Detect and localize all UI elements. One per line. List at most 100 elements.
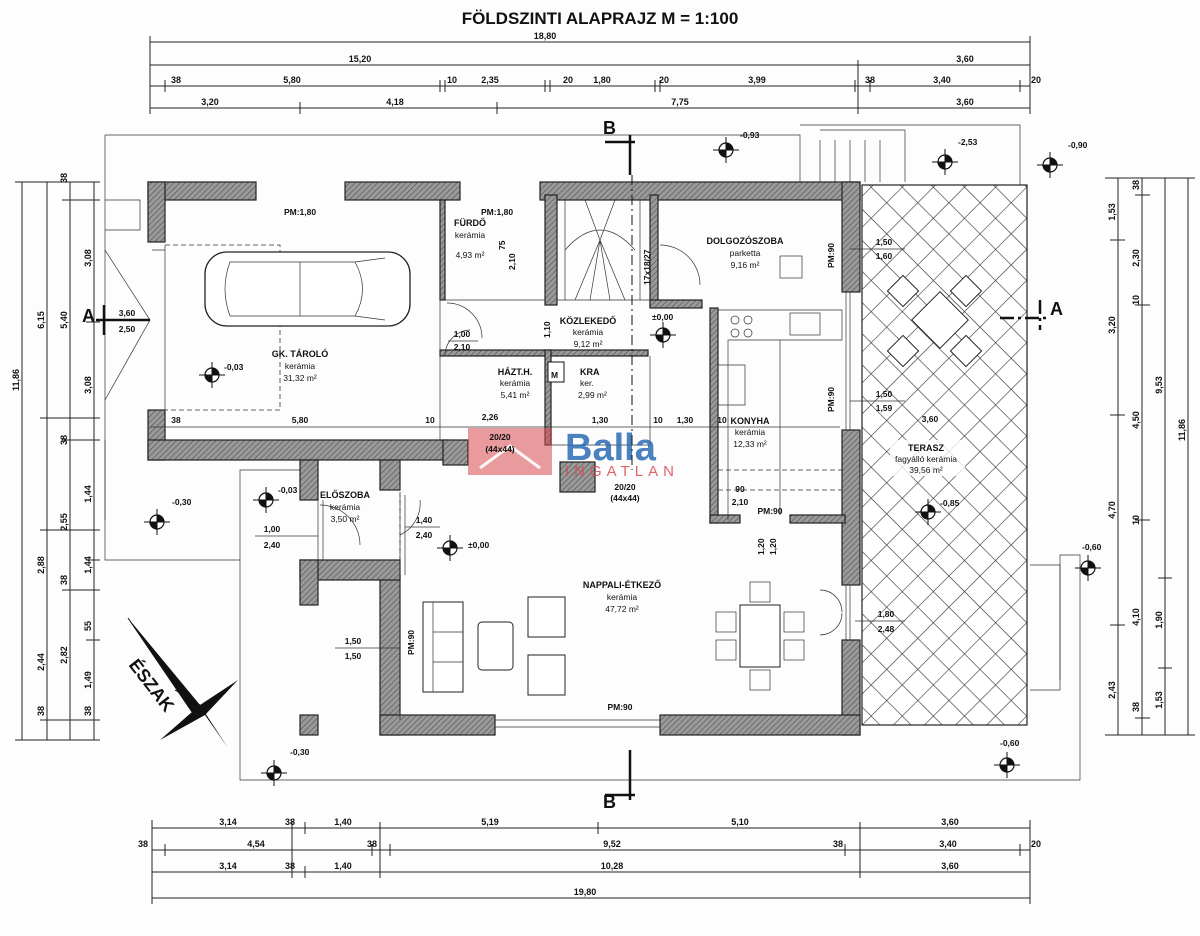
svg-text:1,40: 1,40 xyxy=(416,515,433,525)
svg-text:38: 38 xyxy=(285,817,295,827)
svg-text:38: 38 xyxy=(285,861,295,871)
svg-text:20: 20 xyxy=(1031,839,1041,849)
svg-text:B: B xyxy=(603,792,616,812)
svg-text:1,00: 1,00 xyxy=(264,524,281,534)
level-marker-icon xyxy=(712,136,740,164)
opening-labels: PM:1,80 PM:1,80 1,00 2,10 2,10 75 1,50 1… xyxy=(119,207,939,712)
svg-text:3,60: 3,60 xyxy=(941,861,959,871)
svg-text:1,59: 1,59 xyxy=(876,403,893,413)
svg-text:-0,30: -0,30 xyxy=(172,497,192,507)
car-icon xyxy=(204,251,411,327)
svg-text:DOLGOZÓSZOBA: DOLGOZÓSZOBA xyxy=(707,235,784,246)
watermark-sub: INGATLAN xyxy=(565,463,679,480)
svg-text:±0,00: ±0,00 xyxy=(652,312,673,322)
svg-text:GK. TÁROLÓ: GK. TÁROLÓ xyxy=(272,348,329,359)
svg-text:4,93 m²: 4,93 m² xyxy=(456,250,485,260)
svg-text:12,33 m²: 12,33 m² xyxy=(733,439,767,449)
svg-text:1,90: 1,90 xyxy=(1154,611,1164,629)
svg-text:kerámia: kerámia xyxy=(735,427,766,437)
svg-text:1,50: 1,50 xyxy=(345,636,362,646)
top-dimensions: 18,80 15,20 3,60 38 5,80 10 2,35 20 1,80… xyxy=(149,31,1041,114)
level-marker-icon xyxy=(143,508,171,536)
bottom-dimensions: 3,14 38 1,40 5,19 5,10 3,60 38 4,54 38 9… xyxy=(138,817,1041,904)
dim-label: 3,40 xyxy=(933,75,951,85)
dim-label: 10 xyxy=(447,75,457,85)
svg-text:3,20: 3,20 xyxy=(1107,316,1117,334)
svg-text:PM:90: PM:90 xyxy=(406,630,416,655)
svg-text:TERASZ: TERASZ xyxy=(908,443,945,453)
svg-text:38: 38 xyxy=(138,839,148,849)
svg-text:2,48: 2,48 xyxy=(878,624,895,634)
svg-text:2,10: 2,10 xyxy=(454,342,471,352)
svg-text:3,60: 3,60 xyxy=(941,817,959,827)
svg-text:1,53: 1,53 xyxy=(1154,691,1164,709)
level-markers: -0,03 ±0,00 ±0,00 -0,93 -2,53 -0,90 -0,3… xyxy=(143,130,1102,787)
dim-label: 38 xyxy=(171,75,181,85)
svg-text:39,56 m²: 39,56 m² xyxy=(909,465,943,475)
svg-text:1,44: 1,44 xyxy=(83,556,93,574)
dim-label: 15,20 xyxy=(349,54,372,64)
desk-chair-icon xyxy=(779,255,803,279)
north-compass-icon: ÉSZAK xyxy=(125,617,238,748)
svg-text:3,50 m²: 3,50 m² xyxy=(331,514,360,524)
svg-text:kerámia: kerámia xyxy=(285,361,316,371)
svg-text:1,60: 1,60 xyxy=(876,251,893,261)
level-marker-icon xyxy=(1036,151,1064,179)
svg-text:75: 75 xyxy=(497,240,507,250)
svg-text:PM:90: PM:90 xyxy=(826,243,836,268)
armchair-icon xyxy=(527,654,566,696)
level-marker-icon xyxy=(931,148,959,176)
svg-text:31,32 m²: 31,32 m² xyxy=(283,373,317,383)
svg-text:10: 10 xyxy=(717,415,727,425)
svg-text:1,30: 1,30 xyxy=(592,415,609,425)
svg-text:-0,60: -0,60 xyxy=(1082,542,1102,552)
coffee-table-icon xyxy=(477,621,514,671)
dim-label: 2,35 xyxy=(481,75,499,85)
svg-text:10: 10 xyxy=(425,415,435,425)
svg-text:ker.: ker. xyxy=(580,378,594,388)
svg-text:1,20: 1,20 xyxy=(768,538,778,555)
watermark-brand: Balla xyxy=(565,427,657,469)
svg-text:2,43: 2,43 xyxy=(1107,681,1117,699)
terrace-furniture xyxy=(886,274,983,368)
svg-text:ELŐSZOBA: ELŐSZOBA xyxy=(320,489,371,500)
svg-text:-0,90: -0,90 xyxy=(1068,140,1088,150)
svg-text:4,10: 4,10 xyxy=(1131,608,1141,626)
svg-text:parketta: parketta xyxy=(730,248,761,258)
svg-text:38: 38 xyxy=(59,435,69,445)
svg-text:38: 38 xyxy=(367,839,377,849)
armchair-icon xyxy=(527,596,566,638)
dim-label: 18,80 xyxy=(534,31,557,41)
svg-text:38: 38 xyxy=(833,839,843,849)
svg-text:fagyálló kerámia: fagyálló kerámia xyxy=(895,454,957,464)
svg-text:A: A xyxy=(82,306,95,326)
dim-label: 5,80 xyxy=(283,75,301,85)
dim-label: 7,75 xyxy=(671,97,689,107)
dim-label: 20 xyxy=(563,75,573,85)
svg-text:38: 38 xyxy=(83,706,93,716)
compass-label: ÉSZAK xyxy=(125,655,179,716)
svg-text:kerámia: kerámia xyxy=(573,327,604,337)
svg-text:FÜRDŐ: FÜRDŐ xyxy=(454,217,486,228)
svg-text:1,50: 1,50 xyxy=(876,237,893,247)
svg-text:38: 38 xyxy=(1131,702,1141,712)
svg-text:-0,30: -0,30 xyxy=(290,747,310,757)
interior-lines xyxy=(152,199,851,728)
svg-text:2,88: 2,88 xyxy=(36,556,46,574)
right-dimensions: 1,53 3,20 4,70 2,43 38 2,30 10 4,50 10 4… xyxy=(1105,177,1195,736)
chimney-label: 20/20 xyxy=(489,432,511,442)
svg-text:47,72 m²: 47,72 m² xyxy=(605,604,639,614)
svg-text:kerámia: kerámia xyxy=(607,592,638,602)
dim-label: 38 xyxy=(865,75,875,85)
svg-text:4,50: 4,50 xyxy=(1131,411,1141,429)
site-outline xyxy=(104,124,1081,781)
chimney-size-label: (44x44) xyxy=(485,444,514,454)
svg-text:11,86: 11,86 xyxy=(1177,419,1187,441)
svg-text:9,12 m²: 9,12 m² xyxy=(574,339,603,349)
svg-text:kerámia: kerámia xyxy=(500,378,531,388)
meter-box-icon xyxy=(547,361,565,383)
svg-text:1,50: 1,50 xyxy=(876,389,893,399)
